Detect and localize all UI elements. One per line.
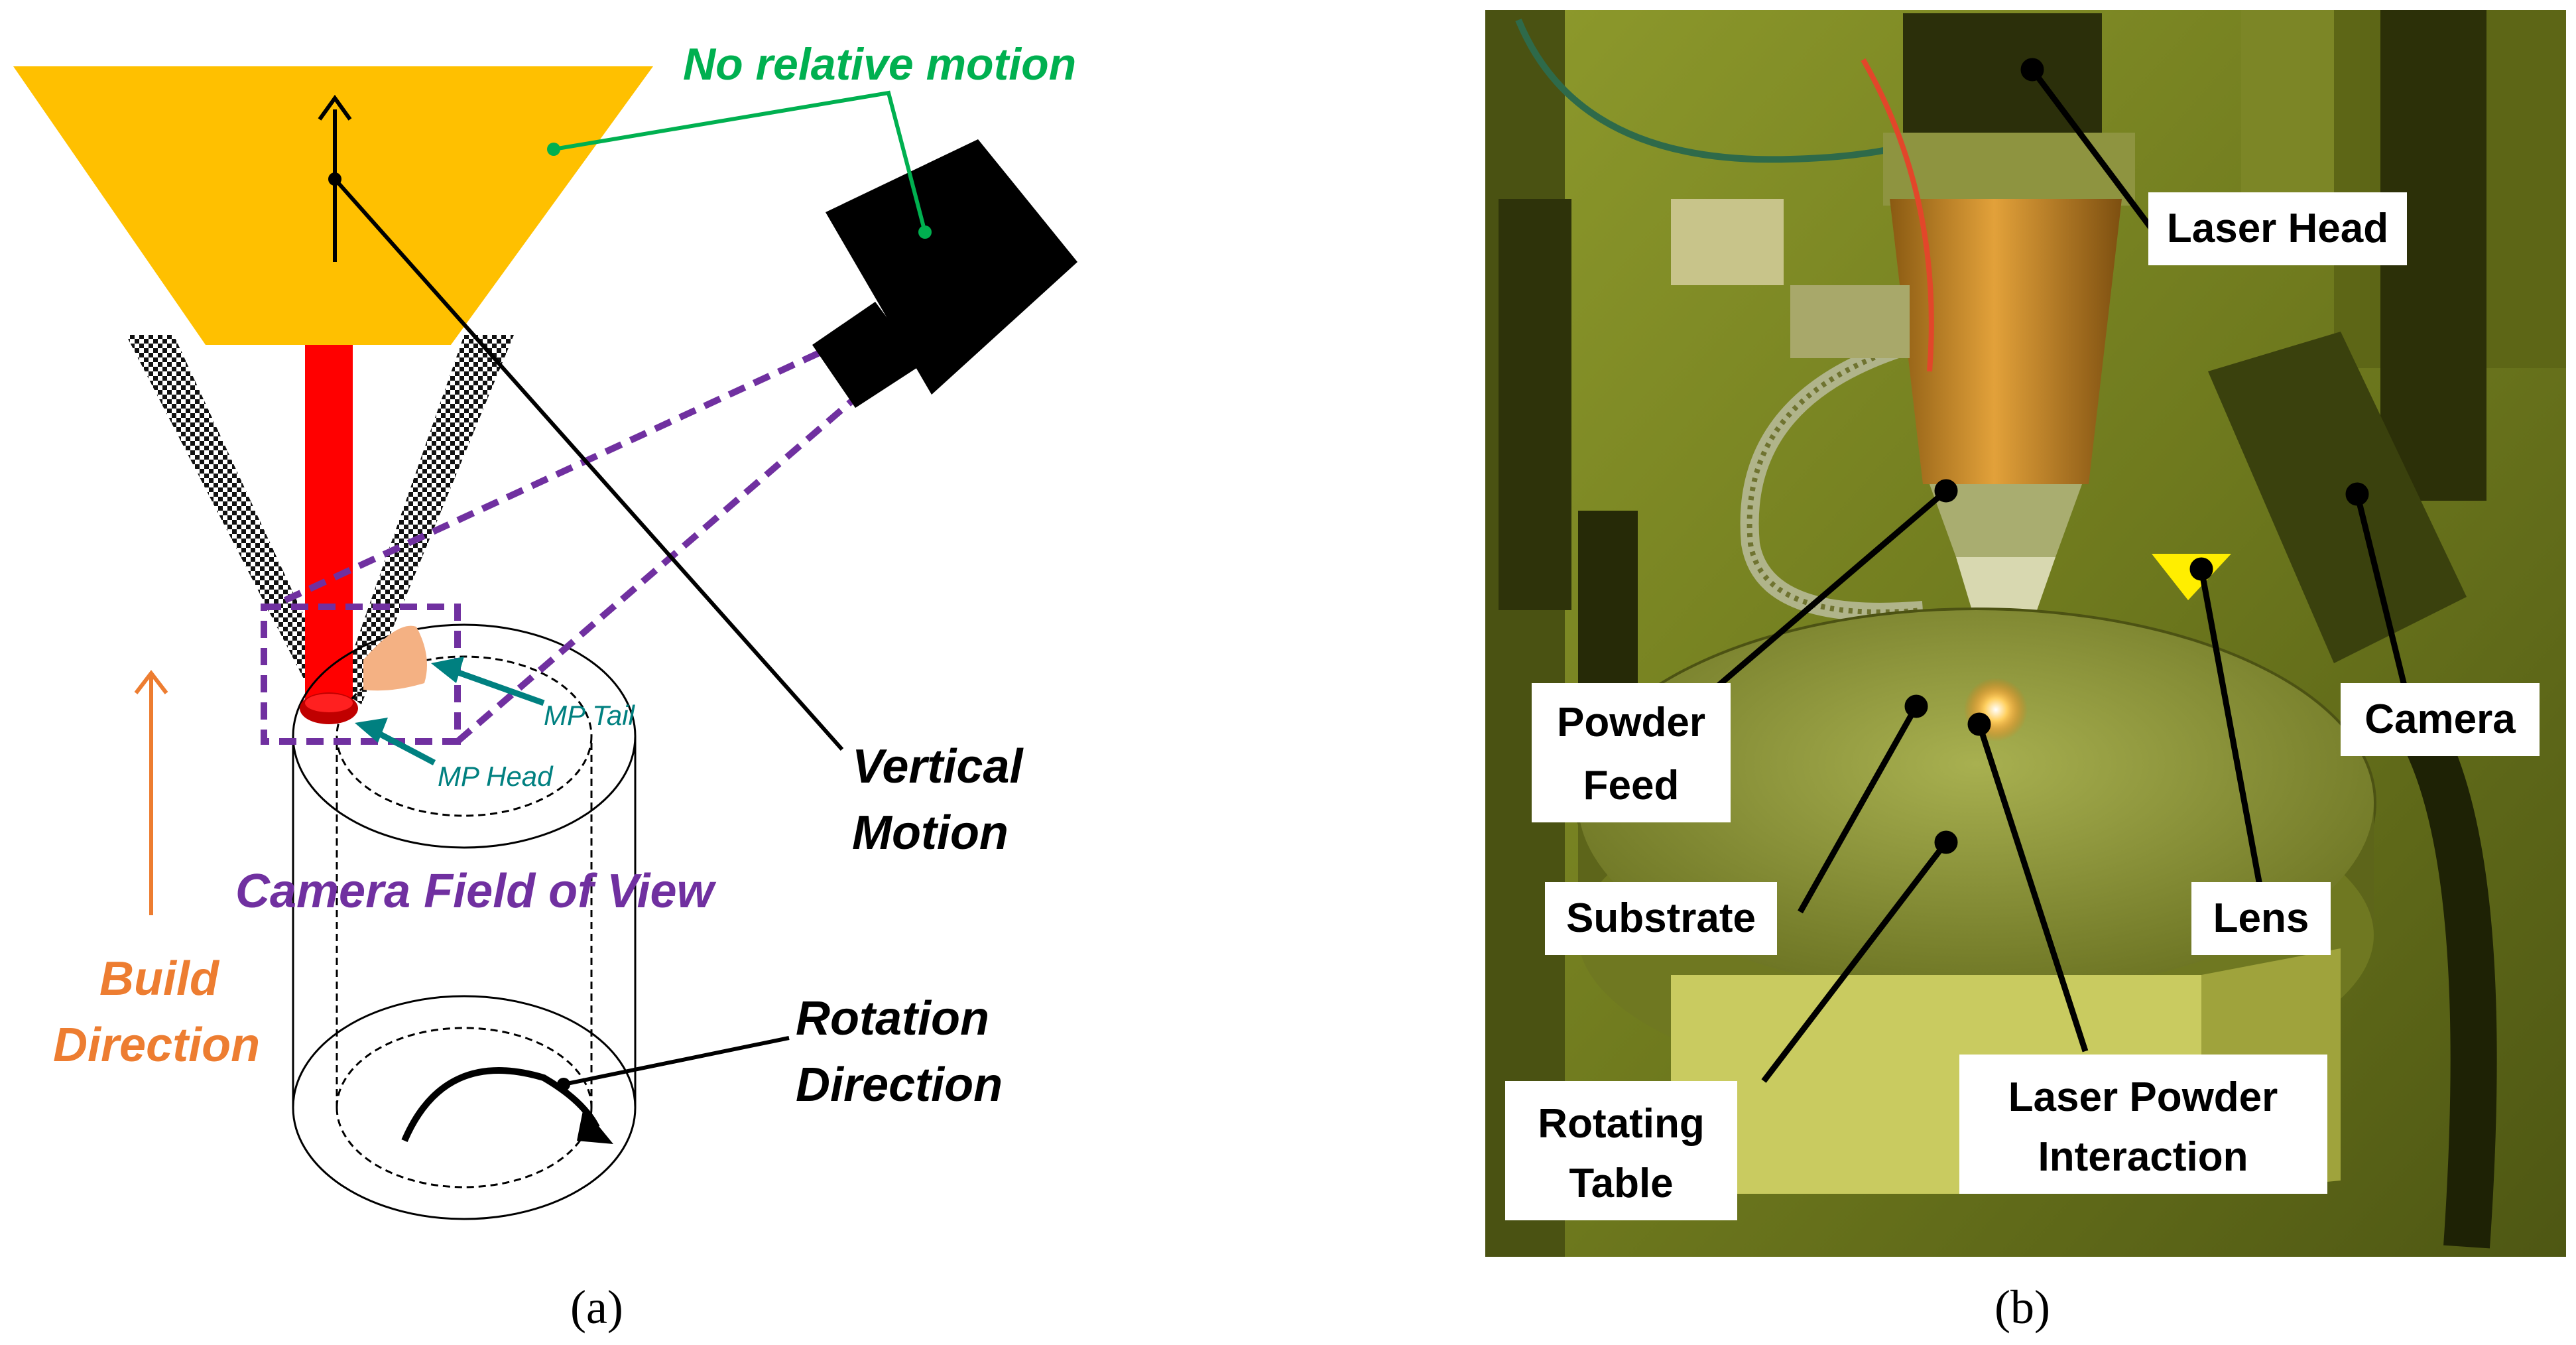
camera-label-box: [2341, 683, 2540, 756]
mp-tail-arrow: [431, 657, 545, 706]
caption-b: (b): [1994, 1281, 2050, 1334]
vertical-motion-label-line2: Motion: [852, 806, 1009, 860]
lens-label: Lens: [2213, 895, 2309, 941]
melt-pool-tail: [363, 625, 427, 691]
rotating-table-label-box: [1505, 1081, 1737, 1220]
rotation-direction-label-line1: Rotation: [796, 992, 989, 1045]
rotating-table-label-line1: Rotating: [1538, 1101, 1704, 1147]
caption-a: (a): [570, 1281, 623, 1334]
build-direction-label-line2: Direction: [53, 1019, 260, 1072]
rotating-table-label-line2: Table: [1569, 1161, 1673, 1206]
mp-head-label: MP Head: [438, 761, 554, 792]
powder-feed-label-line2: Feed: [1583, 763, 1680, 808]
laser-head-copper: [1890, 199, 2122, 484]
vertical-motion-connector: [333, 178, 844, 751]
fov-line-lower: [455, 395, 858, 744]
laser-powder-label-box: [1959, 1055, 2327, 1194]
vertical-motion-label-line1: Vertical: [852, 740, 1024, 793]
no-relative-motion-label: No relative motion: [683, 39, 1076, 90]
no-relative-motion-connector: [553, 90, 927, 233]
mp-tail-label: MP Tail: [544, 700, 636, 731]
powder-stream-left: [126, 335, 338, 704]
laser-powder-label-line2: Interaction: [2038, 1134, 2248, 1180]
camera-fov-label: Camera Field of View: [235, 865, 717, 918]
laser-head-label: Laser Head: [2167, 206, 2388, 251]
substrate-label: Substrate: [1566, 895, 1756, 941]
build-direction-label-line1: Build: [99, 952, 220, 1005]
mp-head-arrow: [355, 718, 436, 765]
build-cylinder: [292, 623, 637, 1220]
lens-label-box: [2191, 882, 2331, 955]
pointer-lines: [1715, 58, 2410, 1083]
fov-line-upper: [283, 348, 824, 604]
panel-b: Laser Head Powder Feed Camera Substrate …: [1485, 10, 2566, 1334]
powder-feed-label-line1: Powder: [1557, 700, 1705, 745]
panel-a: No relative motion Vertical Motion Camer…: [13, 39, 1077, 1334]
powder-feed-label-box: [1532, 683, 1731, 822]
laser-head-label-box: [2148, 192, 2407, 265]
powder-stream-right: [339, 335, 514, 704]
laser-beam: [305, 345, 353, 706]
rotation-arrow: [401, 1067, 600, 1142]
substrate-label-box: [1545, 882, 1777, 955]
camera-label: Camera: [2364, 696, 2516, 742]
build-direction-arrow: [134, 670, 168, 915]
rotation-connector: [563, 1036, 790, 1086]
rotation-direction-label-line2: Direction: [796, 1058, 1003, 1112]
camera-shape: [812, 139, 1077, 408]
laser-powder-label-line1: Laser Powder: [2008, 1074, 2278, 1120]
